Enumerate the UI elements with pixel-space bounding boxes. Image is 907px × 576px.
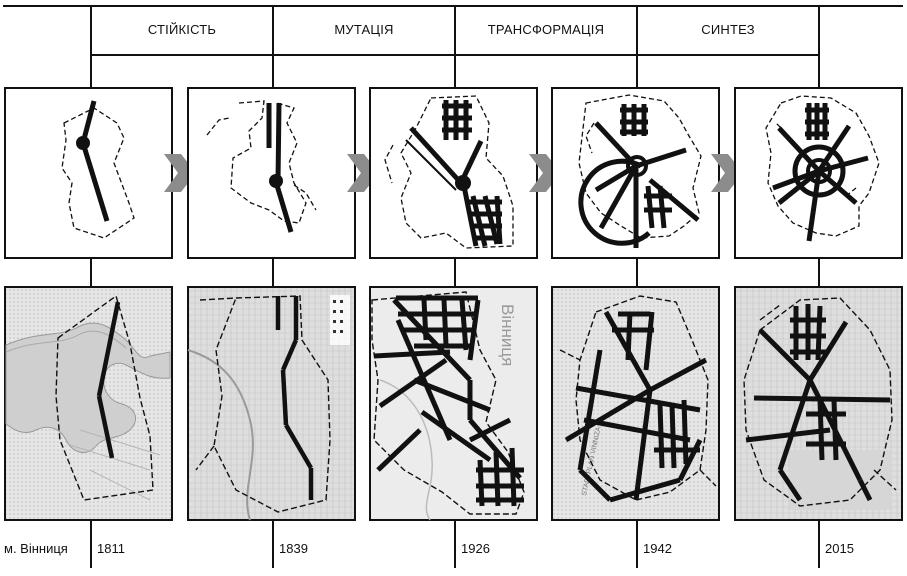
map-1839 [188, 287, 355, 520]
year-2015: 2015 [825, 541, 854, 556]
phase-label-synthesis: СИНТЕЗ [637, 22, 819, 37]
scheme-1839 [188, 88, 355, 258]
scheme-1811 [5, 88, 172, 258]
scheme-1926 [370, 88, 537, 258]
phase-label-stability: СТІЙКІСТЬ [91, 22, 273, 37]
phase-label-mutation: МУТАЦІЯ [273, 22, 455, 37]
year-1811: 1811 [97, 541, 125, 556]
scheme-2015 [735, 88, 902, 258]
scheme-1942 [552, 88, 719, 258]
map-2015 [735, 287, 902, 520]
map-1926: Вінниця [370, 287, 537, 520]
phase-label-transformation: ТРАНСФОРМАЦІЯ [455, 22, 637, 37]
year-1926: 1926 [461, 541, 490, 556]
map-1942: STADTPLAN VINNIZA [552, 287, 719, 520]
map-1811 [5, 287, 172, 520]
year-1942: 1942 [643, 541, 672, 556]
map-1926-title: Вінниця [498, 304, 517, 366]
year-1839: 1839 [279, 541, 308, 556]
city-label: м. Вінниця [4, 541, 68, 556]
